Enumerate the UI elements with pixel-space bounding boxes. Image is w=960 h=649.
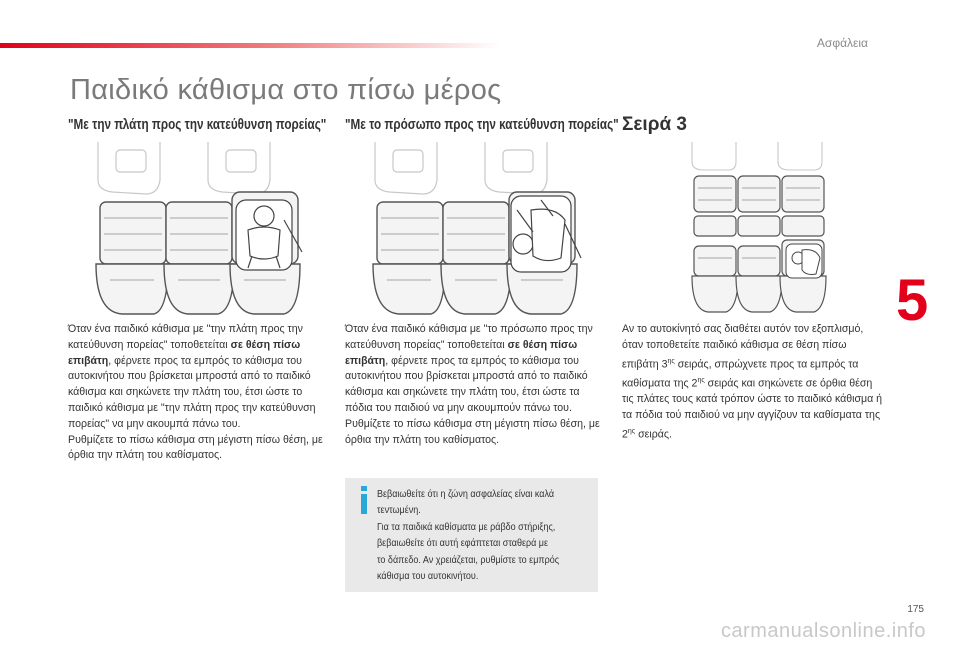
section-label: Ασφάλεια: [816, 36, 868, 50]
column-3-text: Αν το αυτοκίνητό σας διαθέτει αυτόν τον …: [622, 323, 883, 441]
top-accent-bar: [0, 43, 500, 48]
info-line: κάθισμα του αυτοκινήτου.: [377, 571, 479, 583]
info-line: τεντωμένη.: [377, 505, 421, 517]
watermark: carmanualsonline.info: [720, 620, 926, 642]
info-line: βεβαιωθείτε ότι αυτή εφάπτεται σταθερά μ…: [377, 538, 548, 550]
column-3-heading: Σειρά 3: [622, 114, 687, 135]
page-title: Παιδικό κάθισμα στο πίσω μέρος: [70, 74, 502, 106]
info-icon: [361, 486, 367, 514]
info-box: Βεβαιωθείτε ότι η ζώνη ασφαλείας είναι κ…: [345, 478, 598, 592]
info-line: το δάπεδο. Αν χρειάζεται, ρυθμίστε το εμ…: [377, 554, 560, 566]
chapter-number: 5: [896, 268, 929, 333]
forward-facing-seat-illustration: [372, 142, 582, 315]
page-number: 175: [907, 604, 924, 615]
column-2-heading: "Με το πρόσωπο προς την κατεύθυνση πορεί…: [345, 116, 619, 133]
rear-facing-seat-illustration: [95, 142, 303, 315]
column-2-text: Όταν ένα παιδικό κάθισμα με "το πρόσωπο …: [345, 323, 600, 446]
info-text: Βεβαιωθείτε ότι η ζώνη ασφαλείας είναι κ…: [377, 487, 575, 585]
column-1-text: Όταν ένα παιδικό κάθισμα με "την πλάτη π…: [68, 323, 323, 462]
info-line: Βεβαιωθείτε ότι η ζώνη ασφαλείας είναι κ…: [377, 489, 555, 500]
column-1-heading: "Με την πλάτη προς την κατεύθυνση πορεία…: [68, 116, 327, 133]
third-row-seat-illustration: [691, 142, 827, 313]
info-line: Για τα παιδικά καθίσματα με ράβδο στήριξ…: [377, 521, 556, 533]
